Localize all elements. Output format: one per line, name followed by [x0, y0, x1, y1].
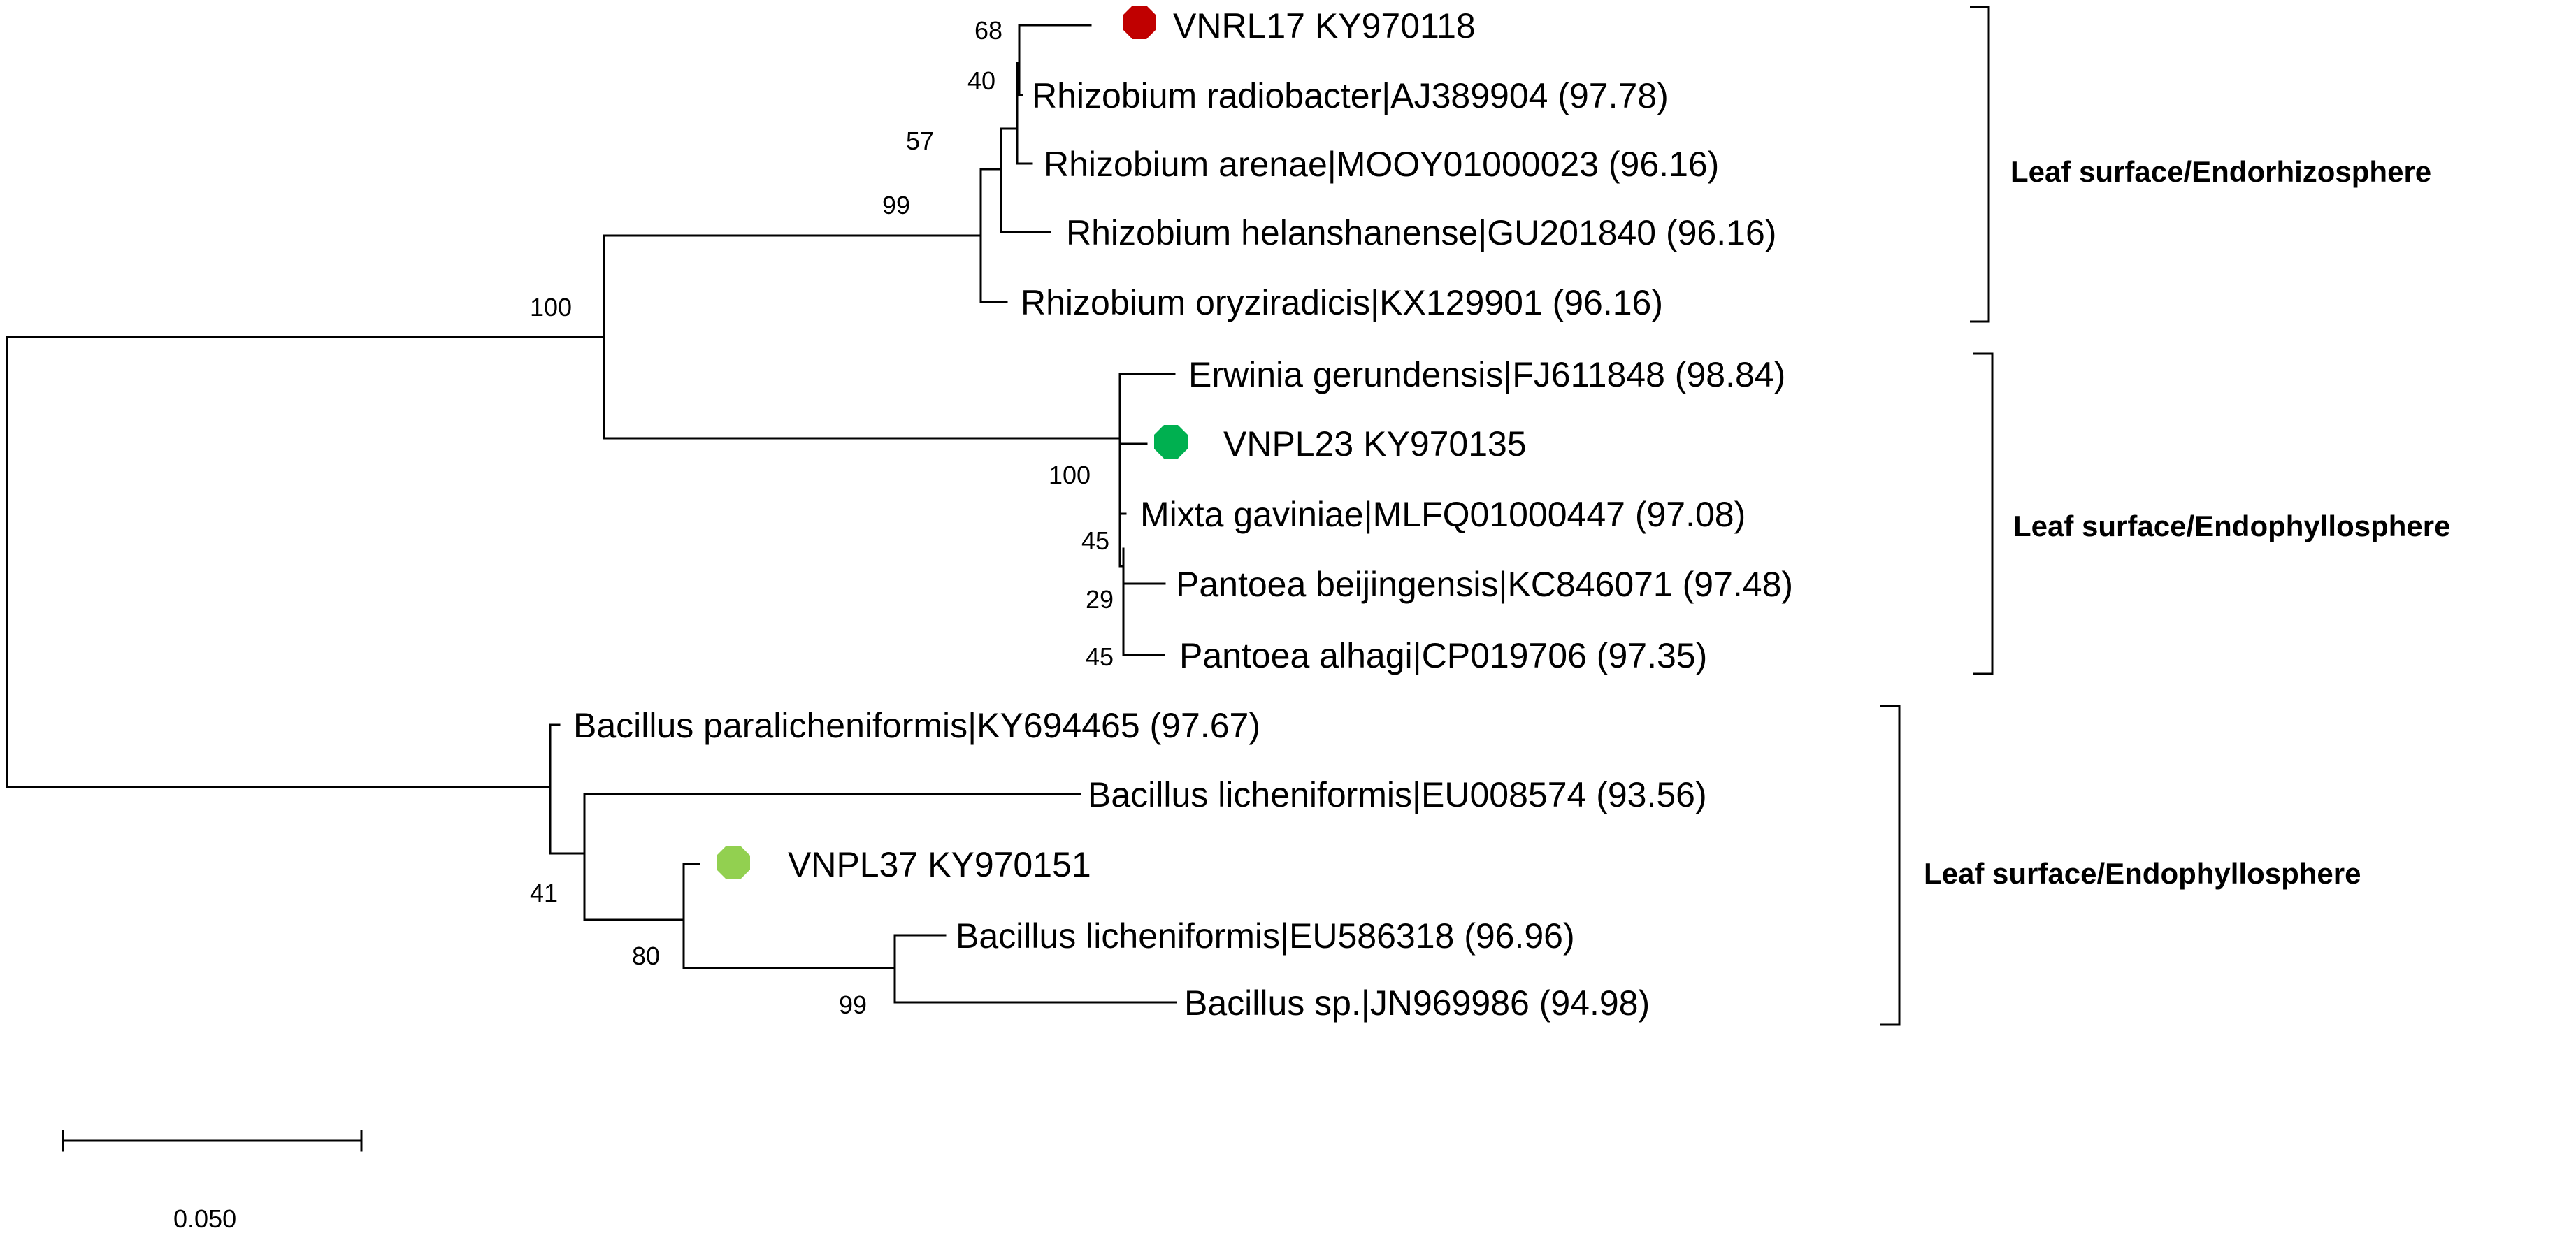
group-bracket [1880, 705, 1901, 1026]
isolate-markers [717, 6, 1188, 879]
leaf-label: VNPL37 KY970151 [788, 845, 1091, 884]
bootstrap-values: 68 40 57 99 100 100 45 29 45 41 80 99 [530, 16, 1114, 1019]
bootstrap-value: 57 [906, 127, 934, 155]
red-octagon-marker [1123, 6, 1156, 39]
leaf-label: Mixta gaviniae|MLFQ01000447 (97.08) [1140, 495, 1746, 534]
leaf-label: Rhizobium arenae|MOOY01000023 (96.16) [1044, 145, 1719, 184]
group-brackets: Leaf surface/Endorhizosphere Leaf surfac… [1880, 6, 2451, 1026]
leaf-label: Rhizobium radiobacter|AJ389904 (97.78) [1032, 76, 1669, 115]
leaf-label: VNPL23 KY970135 [1223, 424, 1527, 463]
leaf-label: Bacillus sp.|JN969986 (94.98) [1184, 983, 1650, 1023]
scale-bar: 0.050 [62, 1130, 363, 1233]
leaf-label: Rhizobium oryziradicis|KX129901 (96.16) [1021, 283, 1663, 322]
bootstrap-value: 29 [1086, 585, 1114, 614]
group-bracket [1973, 352, 1994, 675]
bootstrap-value: 40 [967, 66, 995, 95]
bootstrap-value: 45 [1086, 642, 1114, 671]
bootstrap-value: 68 [974, 16, 1002, 45]
leaf-label: Bacillus licheniformis|EU008574 (93.56) [1088, 775, 1707, 814]
bootstrap-value: 100 [530, 293, 572, 322]
scale-bar-label: 0.050 [173, 1204, 236, 1233]
leaf-labels: VNRL17 KY970118 Rhizobium radiobacter|AJ… [573, 6, 1793, 1023]
bootstrap-value: 100 [1049, 461, 1091, 489]
leaf-label: Bacillus licheniformis|EU586318 (96.96) [956, 916, 1575, 956]
leaf-label: Pantoea beijingensis|KC846071 (97.48) [1176, 565, 1793, 604]
bootstrap-value: 99 [882, 191, 910, 219]
tree-branches [6, 24, 1177, 1004]
leaf-label: Erwinia gerundensis|FJ611848 (98.84) [1188, 355, 1785, 394]
bootstrap-value: 80 [632, 942, 660, 970]
leaf-label: Bacillus paralicheniformis|KY694465 (97.… [573, 706, 1260, 745]
leaf-label: VNRL17 KY970118 [1173, 6, 1476, 45]
bootstrap-value: 45 [1081, 526, 1109, 555]
leaf-label: Pantoea alhagi|CP019706 (97.35) [1179, 636, 1707, 675]
leaf-label: Rhizobium helanshanense|GU201840 (96.16) [1066, 213, 1776, 252]
group-bracket [1970, 6, 1990, 323]
bootstrap-value: 99 [839, 990, 867, 1019]
group-label: Leaf surface/Endorhizosphere [2010, 155, 2431, 188]
light-green-octagon-marker [717, 846, 750, 879]
group-label: Leaf surface/Endophyllosphere [2013, 510, 2451, 542]
group-label: Leaf surface/Endophyllosphere [1924, 857, 2361, 890]
bootstrap-value: 41 [530, 879, 558, 907]
green-octagon-marker [1154, 425, 1188, 459]
